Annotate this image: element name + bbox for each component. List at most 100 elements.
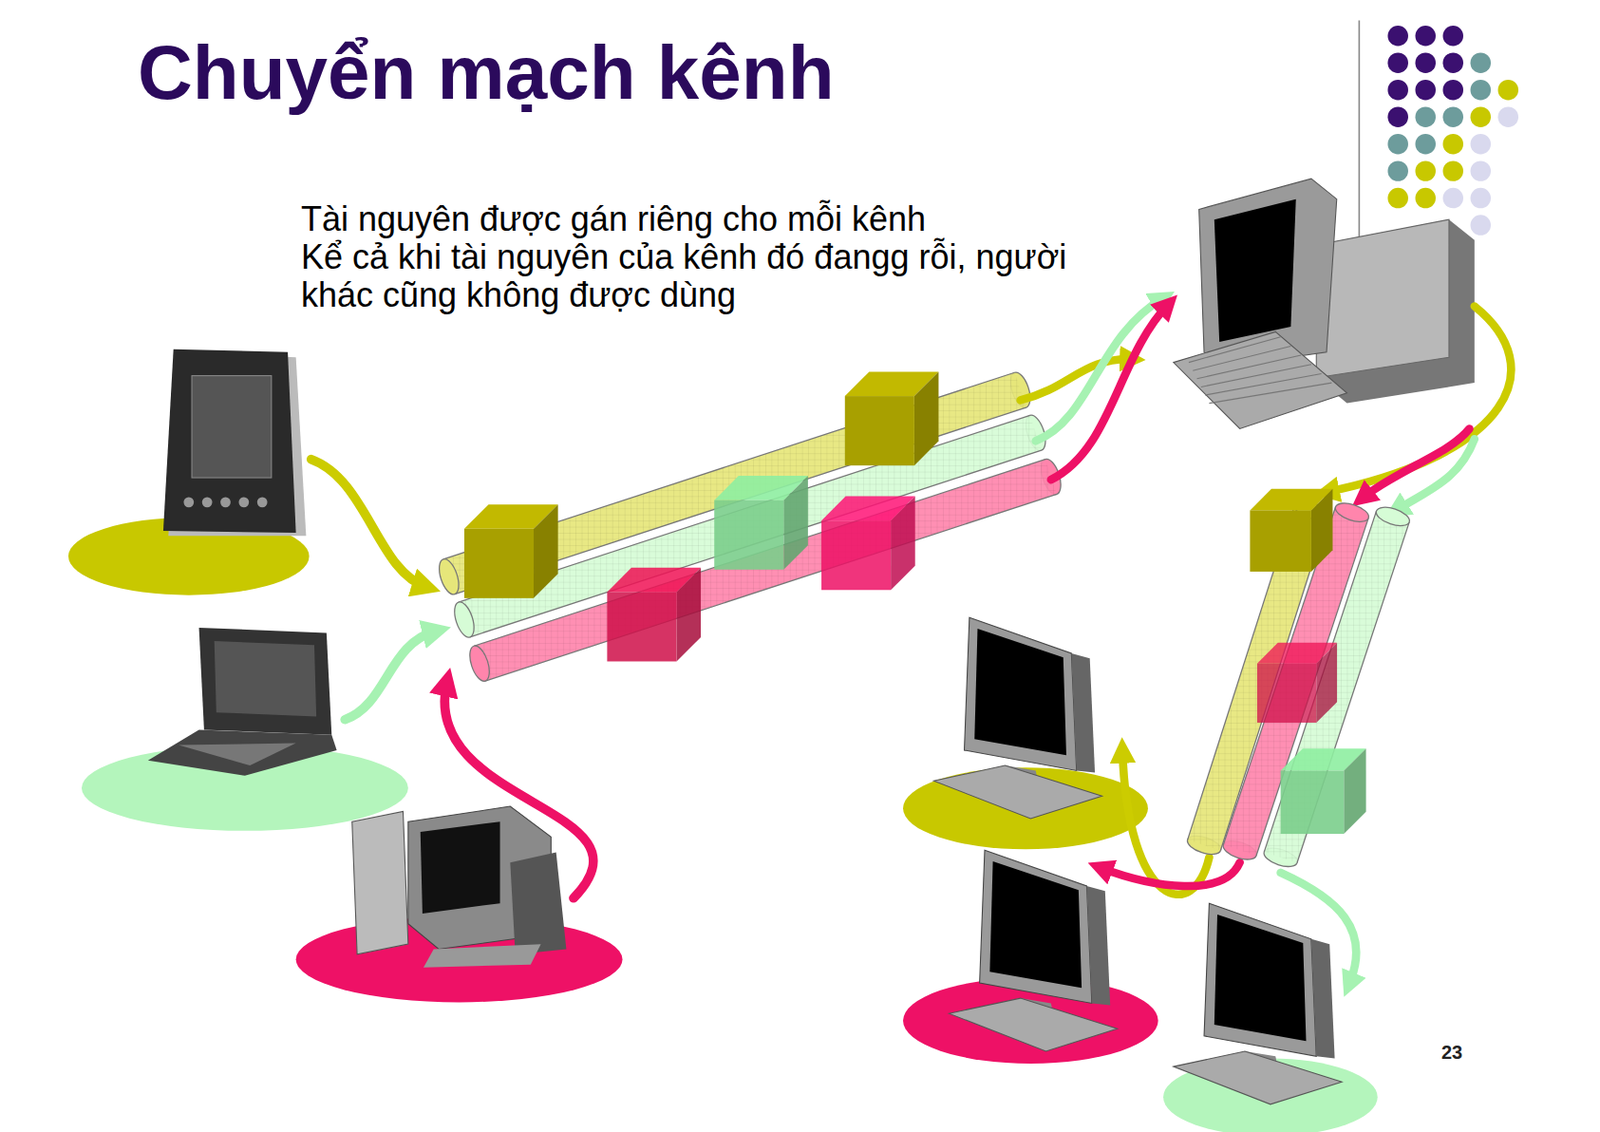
data-cube	[821, 496, 916, 591]
shape-part	[257, 496, 268, 508]
shape-part	[1311, 939, 1336, 1059]
shape-part	[1414, 79, 1435, 100]
shape-part	[1470, 106, 1491, 127]
shape-part	[1470, 160, 1491, 181]
shape-part	[1311, 489, 1334, 572]
shape-part	[1204, 373, 1322, 396]
shape-part	[1173, 1051, 1342, 1105]
shape-part	[890, 496, 916, 591]
shape-part	[989, 861, 1082, 988]
shape-part	[1470, 188, 1491, 208]
data-cube	[845, 372, 940, 467]
data-cube	[1280, 748, 1367, 834]
shape-part	[1208, 382, 1332, 403]
shape-part	[1470, 79, 1491, 100]
server-computer	[1173, 178, 1475, 429]
shape-part	[1414, 188, 1435, 208]
shape-part	[191, 376, 272, 478]
pda-device	[163, 349, 306, 537]
shape-part	[199, 627, 333, 735]
shape-part	[1470, 133, 1491, 154]
shape-part	[1443, 25, 1464, 46]
shape-part	[1387, 52, 1408, 73]
data-cube	[464, 504, 559, 599]
shape-part	[435, 556, 464, 597]
flow-arrow	[311, 459, 427, 587]
data-cube	[1257, 642, 1337, 723]
shape-part	[1470, 52, 1491, 73]
flow-arrow	[1051, 303, 1169, 480]
shape-part	[1387, 188, 1408, 208]
flow-arrow	[1035, 298, 1164, 441]
shape-part	[1470, 214, 1491, 235]
shape-part	[178, 742, 297, 766]
shape-part	[979, 849, 1092, 1003]
shape-part	[676, 567, 701, 662]
shape-part	[1173, 331, 1348, 429]
shape-part	[352, 810, 409, 954]
shape-part	[1414, 160, 1435, 181]
shape-part	[974, 628, 1067, 755]
shape-part	[238, 496, 249, 508]
shape-part	[1188, 337, 1281, 363]
shape-part	[1443, 160, 1464, 181]
flow-arrow	[1099, 862, 1240, 886]
client-monitor	[948, 849, 1117, 1052]
shape-part	[1192, 345, 1291, 371]
shape-part	[163, 349, 297, 533]
shape-part	[1249, 509, 1311, 571]
slide-title: Chuyển mạch kênh	[137, 35, 835, 112]
data-cube	[1249, 489, 1333, 572]
flow-arrow	[344, 630, 437, 719]
shape-part	[1086, 885, 1111, 1006]
shape-part	[1316, 219, 1450, 378]
shape-part	[933, 765, 1102, 819]
shape-part	[964, 617, 1077, 771]
shape-part	[1280, 770, 1345, 834]
shape-part	[948, 997, 1117, 1052]
shape-part	[533, 504, 559, 599]
flow-arrow	[1395, 438, 1475, 510]
shape-part	[1387, 133, 1408, 154]
shape-part	[1414, 133, 1435, 154]
shape-part	[1414, 25, 1435, 46]
shape-part	[1201, 364, 1312, 388]
shape-part	[423, 943, 542, 968]
shape-part	[183, 496, 194, 508]
shape-part	[1443, 52, 1464, 73]
shape-part	[1443, 188, 1464, 208]
shape-part	[821, 520, 891, 590]
shape-part	[466, 643, 494, 684]
data-cube	[714, 475, 809, 570]
client-monitor	[933, 617, 1102, 819]
dot-grid	[1387, 25, 1519, 236]
shape-part	[1316, 219, 1475, 403]
shape-part	[1414, 106, 1435, 127]
shape-part	[1197, 355, 1302, 379]
laptop-computer	[148, 627, 338, 776]
shape-part	[1498, 79, 1519, 100]
desktop-computer	[352, 806, 567, 968]
client-monitor	[1173, 903, 1342, 1105]
shape-part	[1387, 106, 1408, 127]
note-text: Tài nguyên được gán riêng cho mỗi kênh	[301, 200, 1156, 239]
shape-part	[509, 851, 566, 954]
shape-part	[1387, 79, 1408, 100]
shape-part	[1443, 106, 1464, 127]
shape-part	[1374, 503, 1412, 529]
page-number: 23	[1441, 1042, 1463, 1062]
shape-part	[1414, 52, 1435, 73]
shape-part	[1387, 160, 1408, 181]
shape-part	[420, 821, 501, 914]
shape-part	[1071, 653, 1095, 773]
shape-part	[1343, 748, 1366, 834]
shape-part	[464, 528, 534, 599]
shape-part	[214, 640, 317, 717]
shape-part	[220, 496, 231, 508]
shape-part	[1333, 499, 1372, 526]
shape-part	[783, 475, 809, 570]
shape-part	[1257, 663, 1317, 723]
shape-part	[1316, 642, 1337, 723]
shape-part	[914, 372, 940, 467]
